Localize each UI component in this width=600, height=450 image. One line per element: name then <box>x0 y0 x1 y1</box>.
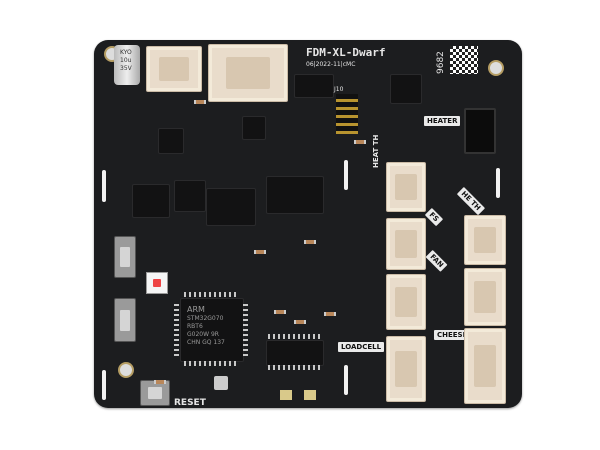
mcu-text: G020W 9R <box>187 331 219 338</box>
heat-th-label: HEAT TH <box>372 134 380 168</box>
smd-component <box>194 100 206 104</box>
smd-component <box>154 380 166 384</box>
smd-component <box>354 140 366 144</box>
mcu-pins <box>174 302 179 356</box>
smd-component <box>304 240 316 244</box>
connector-top-large[interactable] <box>208 44 288 102</box>
rgb-led <box>146 272 168 294</box>
mcu-pins <box>184 292 238 297</box>
ic-chip <box>158 128 184 154</box>
smd-component <box>324 312 336 316</box>
crystal <box>214 376 228 390</box>
mcu-text: ARM <box>187 305 205 314</box>
loadcell-label: LOADCELL <box>338 342 385 352</box>
cheese-label: CHEESE <box>434 330 471 340</box>
connector-top-small[interactable] <box>146 46 202 92</box>
fs-connector[interactable] <box>386 218 426 270</box>
side-button[interactable] <box>114 298 136 342</box>
mounting-hole <box>488 60 504 76</box>
mcu-text: CHN GQ 137 <box>187 339 225 346</box>
adc-chip <box>266 340 324 366</box>
driver-chip <box>266 176 324 214</box>
smd-component <box>274 310 286 314</box>
driver-chip <box>206 188 256 226</box>
chip-pins <box>268 334 320 339</box>
ic-chip <box>242 116 266 140</box>
fan-connector-2[interactable] <box>464 268 506 326</box>
fan-connector[interactable] <box>386 274 426 330</box>
regulator-chip <box>294 74 334 98</box>
side-button[interactable] <box>114 236 136 278</box>
serial-number: 9682 <box>436 51 446 74</box>
capacitor-text: 35V <box>120 65 132 72</box>
mcu-text: STM32G070 <box>187 315 224 322</box>
fs-label: FS <box>424 207 444 227</box>
reset-button[interactable] <box>140 380 170 406</box>
cheese-connector[interactable] <box>464 328 506 404</box>
capacitor-text: KYO <box>120 49 132 56</box>
mounting-hole <box>118 362 134 378</box>
heater-label: HEATER <box>424 116 461 126</box>
he-th-label: HE TH <box>456 186 485 216</box>
he-th-connector[interactable] <box>464 215 506 265</box>
slot <box>496 168 500 198</box>
board-name: FDM-XL-Dwarf <box>306 46 386 59</box>
slot <box>102 170 106 202</box>
pin-header <box>336 94 358 134</box>
heat-th-connector[interactable] <box>386 162 426 212</box>
mcu-pins <box>243 302 248 356</box>
slot <box>344 160 348 190</box>
mosfet-chip <box>390 74 422 104</box>
fan-label: FAN <box>425 249 448 273</box>
smd-component <box>254 250 266 254</box>
slot <box>102 370 106 400</box>
ic-chip <box>132 184 170 218</box>
pcb-board: KYO 10u 35V FDM-XL-Dwarf 06|2022-11|cMC … <box>94 40 522 408</box>
loadcell-connector[interactable] <box>386 336 426 402</box>
mcu-pins <box>184 361 238 366</box>
mosfet-chip <box>174 180 206 212</box>
reset-label: RESET <box>174 398 206 408</box>
j10-label: J10 <box>334 86 344 93</box>
slot <box>344 365 348 395</box>
test-pad <box>304 390 316 400</box>
capacitor-text: 10u <box>120 57 132 64</box>
led-die <box>153 279 161 287</box>
chip-pins <box>268 365 320 370</box>
mcu-text: RBT6 <box>187 323 203 330</box>
mcu-chip: ARM STM32G070 RBT6 G020W 9R CHN GQ 137 <box>180 298 244 362</box>
smd-component <box>294 320 306 324</box>
electrolytic-capacitor: KYO 10u 35V <box>114 45 140 85</box>
board-revision: 06|2022-11|cMC <box>306 61 356 68</box>
heater-connector[interactable] <box>464 108 496 154</box>
test-pad <box>280 390 292 400</box>
qr-code <box>450 46 478 74</box>
